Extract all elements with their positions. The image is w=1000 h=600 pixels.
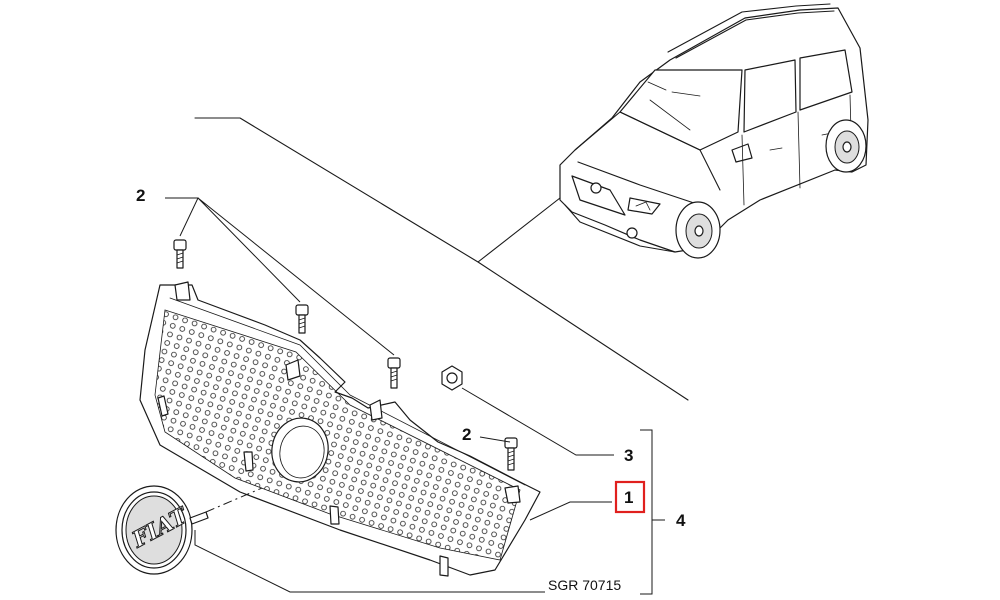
screw-right [387, 357, 401, 389]
callout-2-lower: 2 [462, 425, 471, 444]
callout-2-top: 2 [136, 186, 145, 205]
highlight-box-item-1 [614, 480, 646, 514]
rear-wheel [825, 119, 867, 173]
callout-4: 4 [676, 511, 686, 530]
callout-3: 3 [624, 446, 633, 465]
drawing-code: SGR 70715 [548, 577, 621, 593]
leader-lines [165, 197, 665, 595]
emblem-axis-line [205, 487, 263, 513]
front-grill [139, 281, 541, 577]
front-wheel [675, 201, 721, 259]
detail-pointer-line [194, 117, 689, 401]
screw-lower [504, 437, 518, 471]
vehicle-illustration [559, 3, 869, 259]
screw-top-left [173, 239, 187, 269]
hex-nut [441, 365, 463, 391]
callout-1: 1 [624, 488, 633, 507]
screw-middle [295, 304, 309, 334]
fiat-emblem: FIAT [115, 485, 209, 575]
